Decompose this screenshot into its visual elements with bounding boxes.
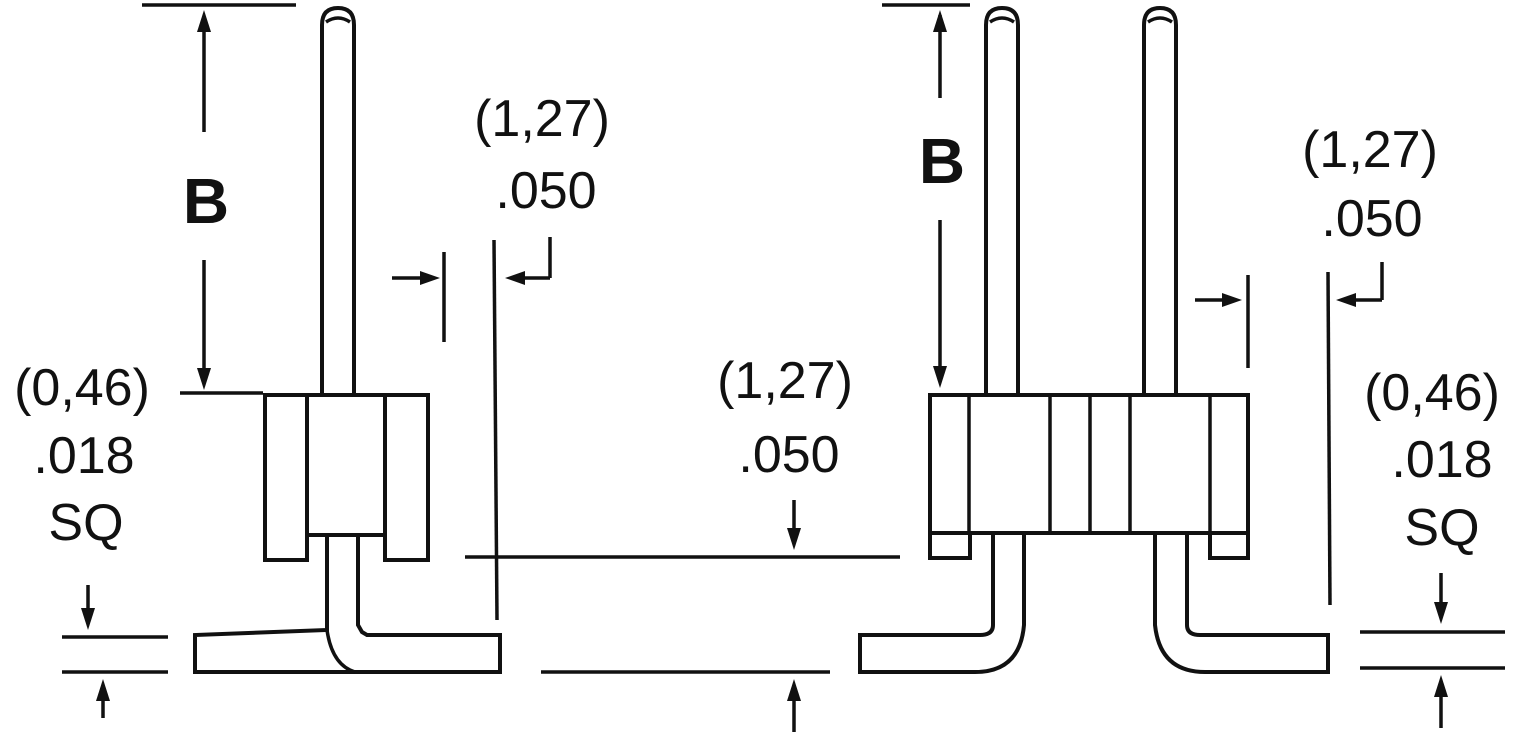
dimension-pitch-center: (1,27) .050: [465, 352, 900, 732]
dimension-pitch-top-right: (1,27) .050: [1195, 121, 1438, 606]
right-front-bent-lead: [858, 533, 1026, 674]
dimension-pin-size-right: (0,46) .018 SQ: [1360, 364, 1505, 728]
pitch-mm-center: (1,27): [717, 352, 853, 410]
right-connector-view: [858, 5, 1330, 674]
right-back-bent-lead: [1153, 533, 1330, 674]
right-body-foot-right: [1208, 531, 1250, 560]
left-bent-lead: [193, 535, 502, 674]
pitch-mm-top-left: (1,27): [474, 90, 610, 148]
pin-mm-right: (0,46): [1364, 364, 1500, 422]
label-b-left: B: [183, 165, 229, 237]
left-pin-tip: [325, 16, 351, 24]
pitch-in-center: .050: [738, 426, 839, 484]
right-vertical-pin-front: [984, 5, 1020, 395]
pin-sq-right: SQ: [1404, 499, 1479, 557]
pitch-in-top-left: .050: [495, 162, 596, 220]
pin-mm-left: (0,46): [14, 359, 150, 417]
pin-in-right: .018: [1391, 431, 1492, 489]
dimension-b-right: B: [882, 3, 970, 388]
label-b-right: B: [919, 125, 965, 197]
left-connector-view: [193, 5, 502, 674]
dimension-pin-size-left: (0,46) .018 SQ: [14, 359, 168, 718]
right-pin-tip-back: [1147, 16, 1173, 24]
left-body-outer-left: [263, 393, 309, 562]
left-lead-bend-curve: [325, 629, 356, 674]
pitch-mm-top-right: (1,27): [1302, 121, 1438, 179]
right-vertical-pin-back: [1142, 5, 1178, 395]
pitch-in-top-right: .050: [1321, 190, 1422, 248]
right-pin-tip-front: [989, 16, 1015, 24]
dimension-b-left: B: [142, 3, 296, 395]
right-body-foot-left: [928, 531, 972, 560]
pin-sq-left: SQ: [48, 494, 123, 552]
pin-in-left: .018: [33, 427, 134, 485]
left-body-center: [305, 393, 387, 537]
left-body-outer-right: [383, 393, 430, 562]
left-vertical-pin: [320, 5, 356, 395]
